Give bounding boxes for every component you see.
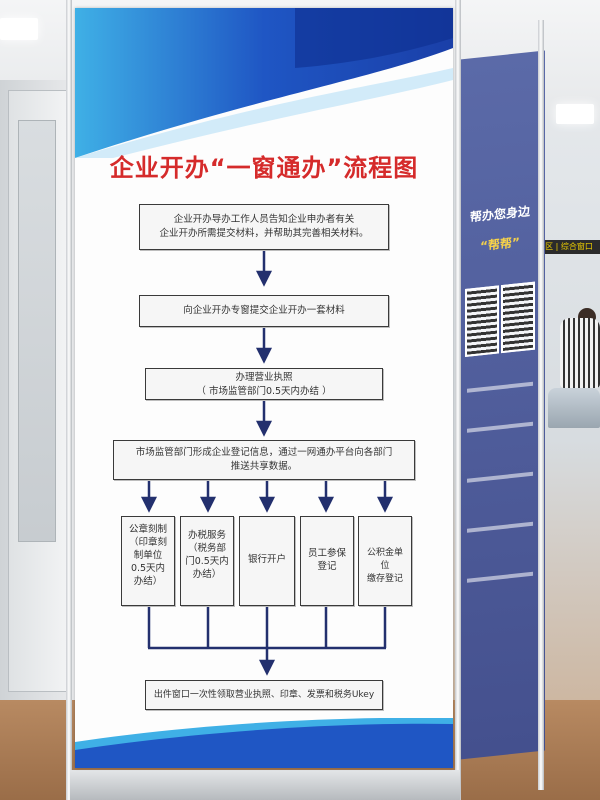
poster-title: 企业开办“一窗通办”流程图 — [109, 154, 419, 182]
poster-bottom-wave — [75, 718, 453, 768]
waiting-chair — [548, 388, 600, 428]
branch-employee-insurance: 员工参保 登记 — [300, 516, 354, 606]
branch-fund-line-1: 公积金单位 — [366, 548, 403, 571]
banner-text-line — [467, 521, 533, 533]
qr-code — [501, 281, 535, 354]
flow-step-3-line-1: 办理营业执照 — [235, 372, 293, 383]
flowchart-poster: 企业开办“一窗通办”流程图 企业开办导办工作人员告知企业申办者有关 企业开办所需… — [75, 8, 453, 768]
branch-fund-line-2: 缴存登记 — [366, 574, 403, 584]
flow-step-2-line-1: 向企业开办专窗提交企业开办一套材料 — [183, 305, 345, 316]
right-banner-title: 帮办您身边 — [469, 204, 530, 225]
branch-tax-line-1: 办税服务 — [187, 530, 226, 541]
branch-seal-line-2: （印章刻 — [128, 537, 167, 548]
ceiling-light — [0, 18, 38, 40]
flow-step-3-line-2: （ 市场监管部门0.5天内办结 ） — [196, 386, 332, 397]
branch-tax-service: 办税服务 （税务部 门0.5天内 办结） — [180, 516, 234, 606]
qr-code — [465, 285, 499, 357]
flow-step-3: 办理营业执照 （ 市场监管部门0.5天内办结 ） — [145, 368, 383, 400]
poster-top-wave — [75, 8, 453, 158]
ceiling-light — [556, 104, 594, 124]
kiosk-screen — [18, 120, 56, 542]
flow-step-4: 市场监管部门形成企业登记信息，通过一网通办平台向各部门 推送共享数据。 — [113, 440, 415, 480]
flow-step-4-line-2: 推送共享数据。 — [230, 461, 298, 472]
banner-text-line — [467, 381, 533, 393]
flow-step-1-line-1: 企业开办导办工作人员告知企业申办者有关 — [173, 214, 355, 225]
flow-final-step-text: 出件窗口一次性领取营业执照、印章、发票和税务Ukey — [153, 690, 375, 700]
branch-bank-account: 银行开户 — [239, 516, 295, 606]
branch-seal-line-5: 办结） — [133, 576, 163, 587]
stand-pole-back — [538, 20, 544, 790]
branch-tax-line-4: 办结） — [192, 569, 222, 580]
right-banner-subtitle: “帮帮” — [480, 235, 520, 254]
branch-insurance-line-2: 登记 — [317, 561, 337, 572]
branch-seal-line-4: 0.5天内 — [130, 563, 166, 574]
branch-seal-line-3: 制单位 — [133, 550, 163, 561]
branch-seal-line-1: 公章刻制 — [128, 524, 167, 535]
right-banner: 帮办您身边 “帮帮” — [455, 50, 545, 760]
flow-final-step: 出件窗口一次性领取营业执照、印章、发票和税务Ukey — [145, 680, 383, 710]
branch-tax-line-3: 门0.5天内 — [185, 556, 229, 567]
stand-base — [70, 770, 460, 800]
stand-pole-left — [66, 0, 72, 800]
branch-seal-carving: 公章刻制 （印章刻 制单位 0.5天内 办结） — [121, 516, 175, 606]
stand-pole-right — [455, 0, 461, 800]
flow-step-4-line-1: 市场监管部门形成企业登记信息，通过一网通办平台向各部门 — [135, 447, 393, 458]
branch-insurance-line-1: 员工参保 — [307, 548, 346, 559]
branch-housing-fund: 公积金单位 缴存登记 — [358, 516, 412, 606]
branch-bank-line-1: 银行开户 — [247, 554, 286, 565]
background-window-sign: 区 | 综合窗口 — [538, 240, 600, 254]
banner-text-line — [467, 571, 533, 583]
banner-text-line — [467, 421, 533, 433]
person-figure — [560, 318, 600, 388]
flowchart-connectors — [140, 251, 394, 676]
flow-step-2: 向企业开办专窗提交企业开办一套材料 — [139, 295, 389, 327]
flow-step-1-line-2: 企业开办所需提交材料，并帮助其完善相关材料。 — [159, 228, 369, 239]
banner-text-line — [467, 471, 533, 483]
branch-tax-line-2: （税务部 — [187, 543, 226, 554]
flow-step-1: 企业开办导办工作人员告知企业申办者有关 企业开办所需提交材料，并帮助其完善相关材… — [139, 204, 389, 250]
